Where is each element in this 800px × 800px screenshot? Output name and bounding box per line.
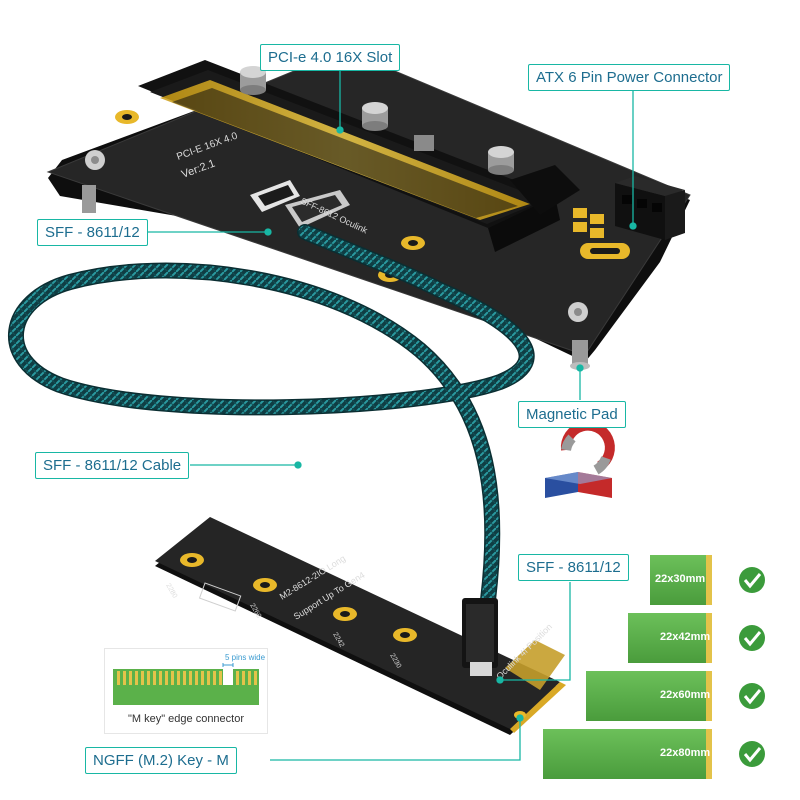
m-key-inset: 5 pins wide "M key" edge connector — [104, 648, 268, 734]
size-option-2242 — [628, 613, 765, 663]
capacitor-2 — [362, 102, 388, 131]
leader-lines — [145, 70, 637, 761]
cable-braid — [9, 225, 534, 607]
check-icon — [739, 567, 765, 593]
callout-ngff-key: NGFF (M.2) Key - M — [85, 747, 237, 774]
magnet-icon — [560, 420, 615, 475]
size-option-2230 — [650, 555, 765, 605]
size-label-2260: 22x60mm — [660, 689, 711, 701]
callout-sff-bottom: SFF - 8611/12 — [518, 554, 629, 581]
check-icon — [739, 741, 765, 767]
pins-caption: 5 pins wide — [225, 653, 266, 662]
check-icon — [739, 625, 765, 651]
size-option-2280 — [543, 729, 765, 779]
callout-sff-top: SFF - 8611/12 — [37, 219, 148, 246]
m-key-caption: "M key" edge connector — [127, 713, 245, 725]
callout-magnetic-pad: Magnetic Pad — [518, 401, 626, 428]
inductor — [414, 135, 434, 151]
size-option-2260 — [586, 671, 765, 721]
capacitor-1 — [240, 66, 266, 95]
capacitor-3 — [488, 146, 514, 175]
callout-sff-cable: SFF - 8611/12 Cable — [35, 452, 190, 479]
bar-magnet — [545, 472, 612, 498]
callout-atx-power: ATX 6 Pin Power Connector — [528, 64, 731, 91]
callout-pcie-slot: PCI-e 4.0 16X Slot — [260, 44, 401, 71]
atx-6pin-connector — [615, 176, 685, 240]
m2-cable-plug — [462, 598, 498, 676]
size-label-2242: 22x42mm — [660, 631, 711, 643]
check-icon — [739, 683, 765, 709]
m2-adapter-card — [155, 517, 566, 735]
silk-2280: 2280 — [164, 583, 178, 600]
m-key-edge-connector — [113, 663, 259, 705]
slot-latch — [510, 165, 580, 215]
size-label-2280: 22x80mm — [660, 747, 711, 759]
size-label-2230: 22x30mm — [655, 573, 706, 585]
sff-8612-port — [250, 180, 350, 228]
